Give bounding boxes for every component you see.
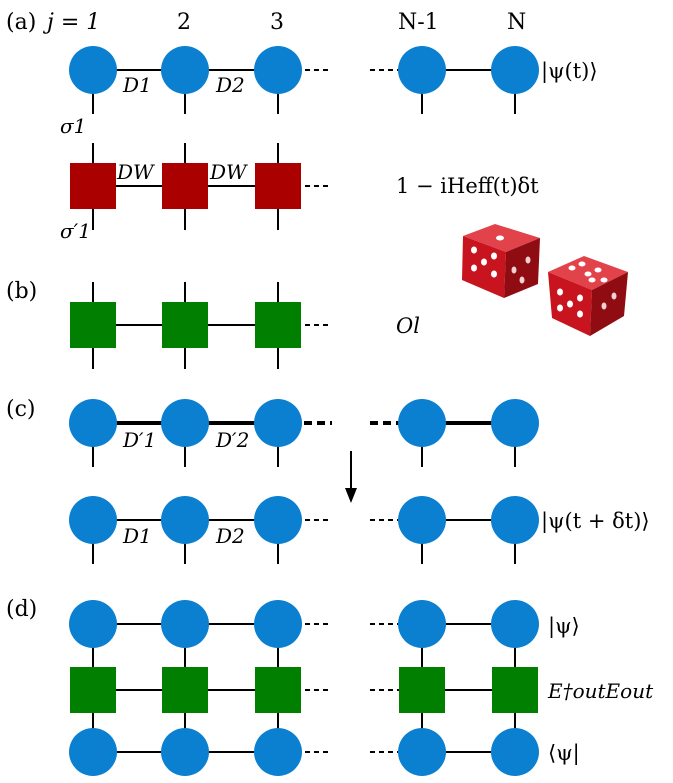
state-label-bra: ⟨ψ| bbox=[548, 741, 580, 766]
sandwich-legs bbox=[92, 624, 516, 752]
mps-tensor bbox=[69, 600, 117, 648]
operator-tensor bbox=[70, 667, 116, 713]
operator-row bbox=[70, 282, 332, 369]
mpo-tensor bbox=[162, 163, 208, 209]
panel-label-c: (c) bbox=[6, 397, 36, 422]
mps-tensor bbox=[254, 496, 302, 544]
index-label-sigma1: σ1 bbox=[60, 114, 86, 138]
mps-tensor bbox=[254, 399, 302, 447]
bond-label-d2-c: D2 bbox=[215, 524, 245, 548]
operator-tensor bbox=[255, 302, 301, 348]
mps-tensor bbox=[69, 728, 117, 776]
mps-row-bra bbox=[69, 728, 539, 776]
mpo-tensor bbox=[255, 163, 301, 209]
mps-tensor bbox=[491, 600, 539, 648]
mpo-tensor bbox=[70, 163, 116, 209]
mps-row-psi-t-dt bbox=[69, 496, 539, 564]
mps-tensor bbox=[161, 399, 209, 447]
mps-tensor bbox=[254, 46, 302, 94]
panel-label-b: (b) bbox=[6, 279, 37, 304]
operator-tensor bbox=[70, 302, 116, 348]
site-label-2: 2 bbox=[177, 10, 191, 35]
mps-tensor bbox=[398, 728, 446, 776]
operator-tensor bbox=[255, 667, 301, 713]
operator-tensor bbox=[162, 667, 208, 713]
bond-label-d2: D2 bbox=[215, 73, 245, 97]
state-label-psi-t: |ψ(t)⟩ bbox=[541, 59, 598, 84]
mps-row-truncated bbox=[69, 399, 539, 467]
mps-row-ket bbox=[69, 600, 539, 648]
state-label-psi-t-dt: |ψ(t + δt)⟩ bbox=[541, 509, 650, 534]
bond-label-d1-prime: D′1 bbox=[122, 428, 156, 452]
mpo-row-evolution bbox=[70, 143, 332, 230]
site-label-j1: j = 1 bbox=[42, 10, 100, 35]
mps-tensor bbox=[491, 399, 539, 447]
state-label-operator: E†outEout bbox=[547, 679, 654, 703]
mps-tensor bbox=[69, 46, 117, 94]
operator-tensor bbox=[492, 667, 538, 713]
bond-label-dw-2: DW bbox=[209, 160, 248, 184]
operator-tensor bbox=[162, 302, 208, 348]
site-label-n: N bbox=[507, 10, 526, 35]
operator-tensor bbox=[399, 667, 445, 713]
state-label-observable: Ol bbox=[396, 314, 420, 338]
bond-label-dw-1: DW bbox=[116, 160, 155, 184]
mps-tensor bbox=[161, 728, 209, 776]
bond-label-d2-prime: D′2 bbox=[215, 428, 249, 452]
red-dice-pair-icon bbox=[462, 224, 628, 336]
mps-tensor bbox=[161, 496, 209, 544]
site-label-3: 3 bbox=[270, 10, 284, 35]
mps-tensor bbox=[398, 399, 446, 447]
mps-tensor bbox=[254, 728, 302, 776]
mps-tensor bbox=[69, 496, 117, 544]
state-label-ket: |ψ⟩ bbox=[548, 614, 580, 639]
mps-tensor bbox=[491, 728, 539, 776]
mps-tensor bbox=[161, 600, 209, 648]
bond-label-d1: D1 bbox=[122, 73, 152, 97]
mps-tensor bbox=[491, 46, 539, 94]
mps-tensor bbox=[491, 496, 539, 544]
mps-tensor bbox=[398, 600, 446, 648]
mps-tensor bbox=[69, 399, 117, 447]
state-label-evolution: 1 − iHeff(t)δt bbox=[396, 174, 539, 198]
mps-tensor bbox=[398, 496, 446, 544]
panel-label-d: (d) bbox=[6, 597, 37, 622]
mps-tensor bbox=[398, 46, 446, 94]
mpo-row-operator bbox=[70, 667, 538, 713]
site-label-n-1: N-1 bbox=[398, 10, 439, 35]
panel-label-a: (a) bbox=[6, 10, 36, 35]
mps-row-psi-t bbox=[69, 46, 539, 114]
index-label-sigma1-prime: σ′1 bbox=[60, 219, 91, 243]
mps-tensor bbox=[161, 46, 209, 94]
bond-label-d1-c: D1 bbox=[122, 524, 152, 548]
arrow-down-icon bbox=[345, 451, 357, 503]
mps-tensor bbox=[254, 600, 302, 648]
